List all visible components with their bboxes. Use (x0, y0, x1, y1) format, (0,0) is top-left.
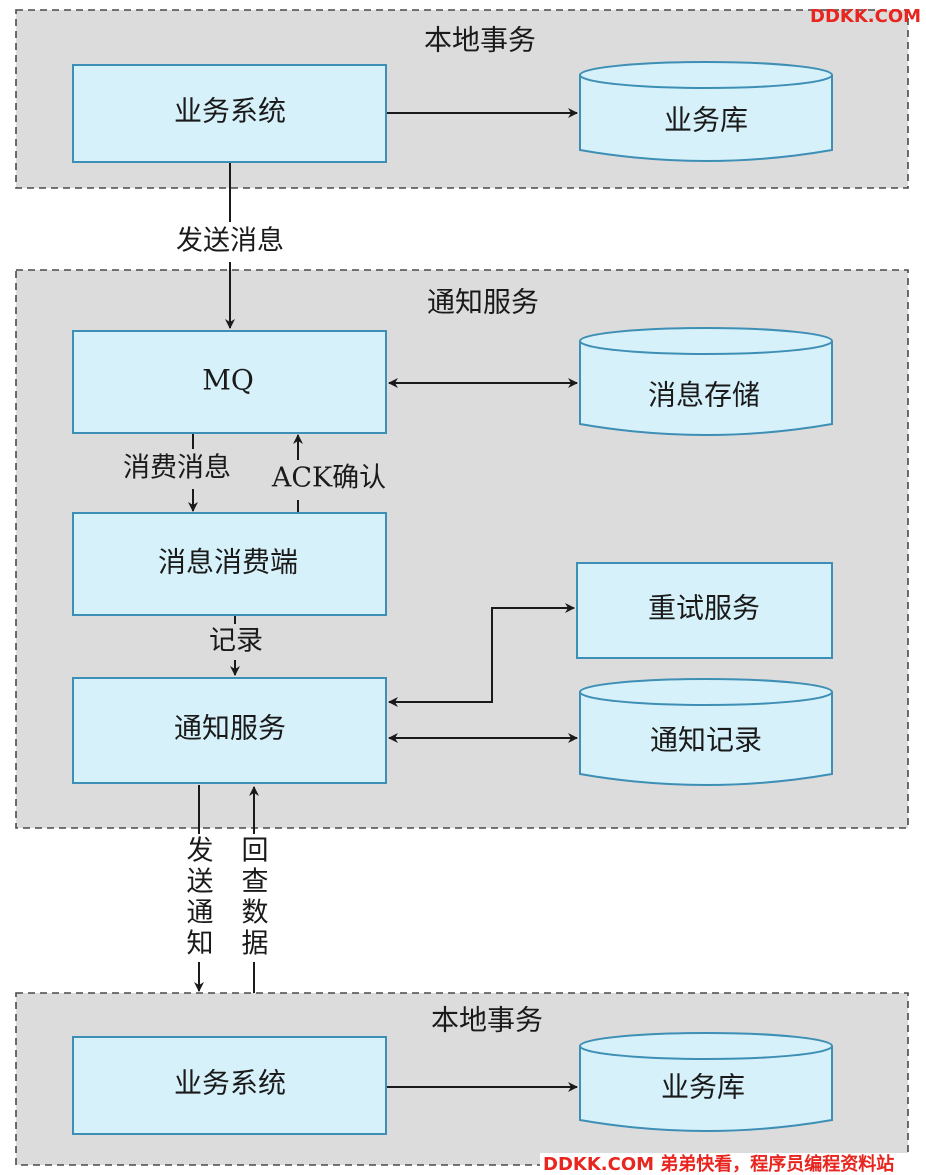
node-label: 业务系统 (174, 1067, 286, 1100)
vertical-char: 查 (242, 867, 269, 898)
node-message-store: 消息存储 (579, 327, 833, 436)
vertical-char: 通 (187, 898, 214, 929)
watermark-top: DDKK.COM (810, 6, 921, 27)
node-biz-db-bottom: 业务库 (579, 1032, 833, 1132)
vertical-char: 发 (187, 836, 214, 867)
edge-label-send-message: 发送消息 (176, 226, 284, 257)
edge-label-record: 记录 (209, 626, 263, 657)
node-notify-record: 通知记录 (579, 678, 833, 786)
label-bg (183, 834, 217, 962)
edge-notify-retry (388, 603, 575, 707)
node-label: 通知记录 (650, 724, 762, 757)
watermark-bg (540, 1153, 926, 1175)
vertical-char: 知 (187, 929, 214, 960)
group-title-notify: 通知服务 (427, 286, 539, 319)
label-bg (110, 449, 244, 489)
node-label: 业务库 (664, 104, 748, 137)
node-consumer: 消息消费端 (72, 512, 387, 616)
node-mq: MQ (72, 330, 387, 434)
label-bg (203, 624, 269, 660)
group-title-local-top: 本地事务 (424, 24, 536, 57)
node-label: 通知服务 (174, 712, 286, 745)
edge-label-query-back: 回 查 数 据 (242, 836, 269, 960)
edge-label-ack-confirm: ACK确认 (271, 463, 386, 494)
watermark-bottom: DDKK.COM 弟弟快看，程序员编程资料站 (543, 1153, 894, 1175)
node-label: 重试服务 (648, 592, 760, 625)
node-label: MQ (202, 364, 254, 397)
node-notify-service: 通知服务 (72, 677, 387, 784)
node-retry-service: 重试服务 (576, 562, 833, 659)
edge-label-consume-message: 消费消息 (123, 453, 231, 484)
label-bg (262, 460, 396, 500)
node-label: 消息消费端 (158, 546, 298, 579)
node-label: 业务库 (661, 1071, 745, 1104)
group-title-local-bottom: 本地事务 (431, 1004, 543, 1037)
vertical-char: 送 (187, 867, 214, 898)
vertical-char: 回 (242, 836, 269, 867)
node-biz-system-top: 业务系统 (72, 64, 387, 163)
node-label: 业务系统 (174, 95, 286, 128)
node-biz-system-bottom: 业务系统 (72, 1036, 387, 1135)
node-biz-db-top: 业务库 (579, 61, 833, 162)
node-label: 消息存储 (648, 379, 760, 412)
label-bg (238, 834, 272, 962)
label-bg (162, 222, 298, 262)
vertical-char: 据 (242, 929, 269, 960)
vertical-char: 数 (242, 898, 269, 929)
edge-label-send-notification: 发 送 通 知 (187, 836, 214, 960)
